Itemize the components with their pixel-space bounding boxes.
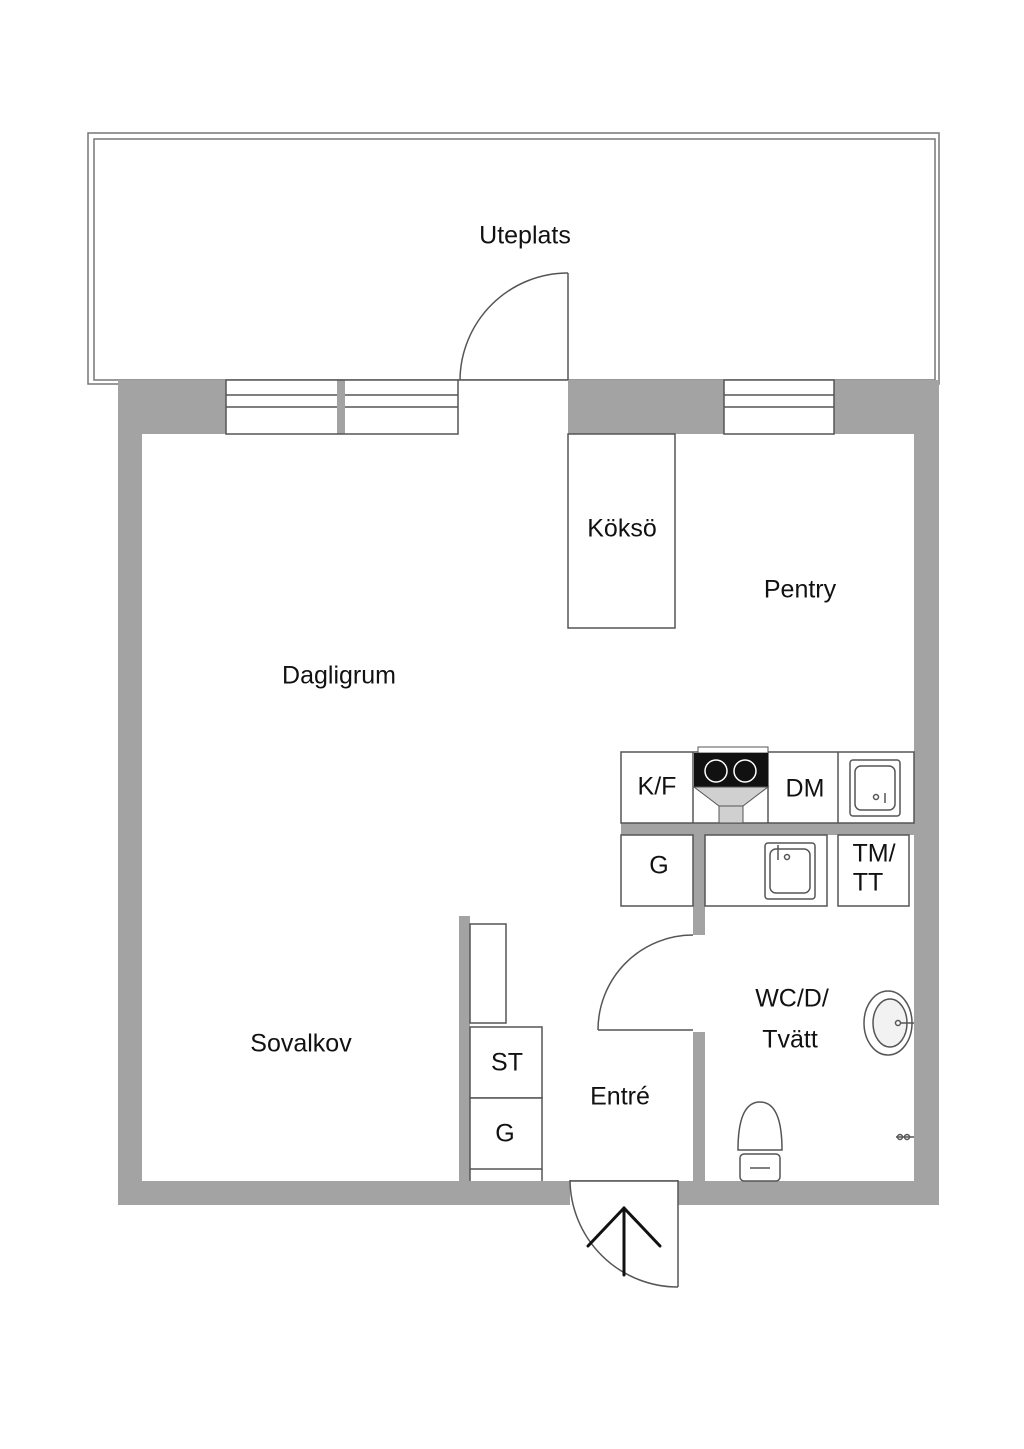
- room-label-uteplats: Uteplats: [479, 222, 571, 250]
- sink-icon: [849, 759, 901, 817]
- room-label-dagligrum: Dagligrum: [282, 662, 396, 690]
- sink-icon: [764, 842, 816, 900]
- stove-icon: [692, 746, 770, 824]
- fixture-label-tt: TT: [853, 869, 884, 897]
- window-left: [225, 379, 459, 435]
- balcony-door-swing: [458, 272, 569, 381]
- interior-walls: [459, 823, 914, 1181]
- fixture-label-kf: K/F: [638, 773, 677, 801]
- door-swing-icon: [597, 934, 694, 1031]
- room-label-pentry: Pentry: [764, 576, 837, 604]
- toilet-icon: [737, 1101, 783, 1182]
- room-label-wc-line1: WC/D/: [755, 985, 829, 1013]
- fixture-label-st: ST: [491, 1049, 523, 1077]
- room-label-sovalkov: Sovalkov: [250, 1030, 352, 1058]
- fixture-label-g-hall: G: [495, 1120, 514, 1148]
- fixture-label-dm: DM: [786, 775, 825, 803]
- window-right: [723, 379, 835, 435]
- room-label-entre: Entré: [590, 1083, 650, 1111]
- wardrobe: [469, 923, 543, 1181]
- fixture-label-tm: TM/: [852, 840, 895, 868]
- terrace: [87, 132, 940, 385]
- entrance-arrow-icon: [586, 1206, 662, 1277]
- washbasin-icon: [863, 990, 914, 1056]
- shower-icon: [896, 1133, 914, 1141]
- fixture-label-g-kitchen: G: [649, 852, 668, 880]
- kitchen-island: [567, 433, 676, 629]
- room-label-wc-line2: Tvätt: [762, 1026, 818, 1054]
- room-label-kokso: Köksö: [587, 515, 656, 543]
- entrance-door-swing: [569, 1179, 679, 1288]
